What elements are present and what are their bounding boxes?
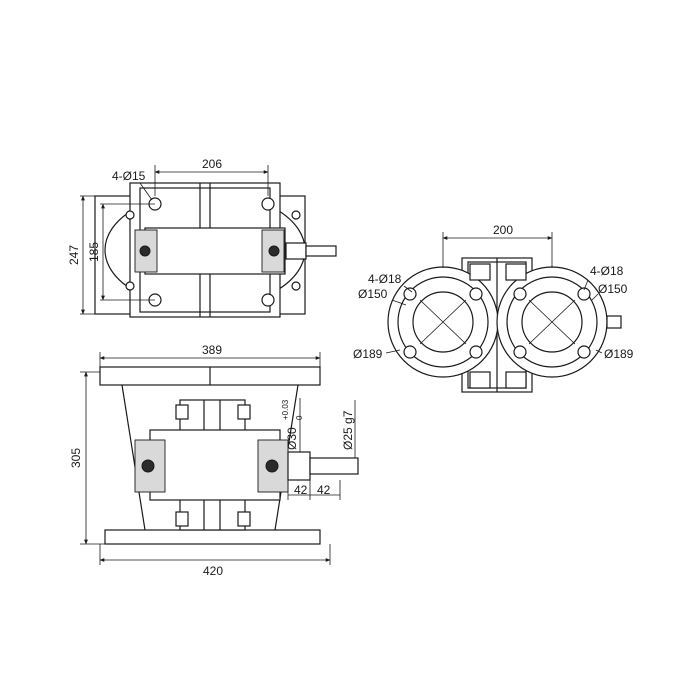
bolt-hole	[125, 210, 135, 220]
top-holes-label: 4-Ø15	[112, 169, 146, 183]
bolt-hole	[469, 345, 483, 359]
bolt-hole	[261, 293, 275, 307]
bolt-hole	[513, 287, 527, 301]
right-flange-pcd	[506, 276, 598, 368]
top-height-outer-dimension: 247	[67, 245, 81, 265]
bolt-hole	[261, 197, 275, 211]
front-view: 389 420 305 Ø30 +0.03 0 Ø25 g7 42 42	[69, 343, 359, 578]
bolt-hole	[577, 345, 591, 359]
right-flange-bore	[521, 291, 583, 353]
top-height-inner-dimension: 185	[87, 242, 101, 262]
shaft-end-label: Ø25 g7	[341, 410, 355, 450]
bolt-hole	[125, 281, 135, 291]
bolt-hole	[403, 287, 417, 301]
left-flange-bore	[412, 291, 474, 353]
side-shaft-stub	[606, 315, 622, 329]
top-width-dimension: 206	[202, 157, 222, 171]
bolt-hole	[291, 210, 301, 220]
front-top-width-dimension: 389	[202, 343, 222, 357]
left-holes-label: 4-Ø18	[368, 272, 402, 286]
left-flange-pcd	[397, 276, 489, 368]
front-bottom-width-dimension: 420	[203, 564, 223, 578]
left-pcd-label: Ø150	[358, 287, 388, 301]
top-view: 206 4-Ø15 247 185	[67, 157, 337, 318]
side-view: 200 4-Ø18 Ø150 Ø189 4-Ø18 Ø150 Ø189	[353, 223, 634, 393]
bolt-hole	[403, 345, 417, 359]
shaft-length-1: 42	[294, 483, 308, 497]
right-pcd-label: Ø150	[598, 282, 628, 296]
bolt-hole	[513, 345, 527, 359]
front-output-shaft	[309, 457, 359, 475]
bolt-hole	[577, 287, 591, 301]
right-flange-label: Ø189	[604, 347, 634, 361]
left-shaft-hub	[139, 245, 151, 257]
side-width-dimension: 200	[493, 223, 513, 237]
shaft-fit-label: Ø30	[285, 427, 299, 450]
bolt-hole	[469, 287, 483, 301]
bolt-hole	[291, 281, 301, 291]
right-holes-label: 4-Ø18	[590, 264, 624, 278]
left-flange-label: Ø189	[353, 347, 383, 361]
shaft-tolerance-lower: 0	[295, 415, 304, 420]
front-height-dimension: 305	[69, 448, 83, 468]
right-shaft-hub	[268, 245, 280, 257]
bottom-plate	[104, 529, 321, 545]
output-shaft	[305, 245, 337, 257]
shaft-length-2: 42	[317, 483, 331, 497]
shaft-tolerance-upper: +0.03	[281, 399, 290, 420]
